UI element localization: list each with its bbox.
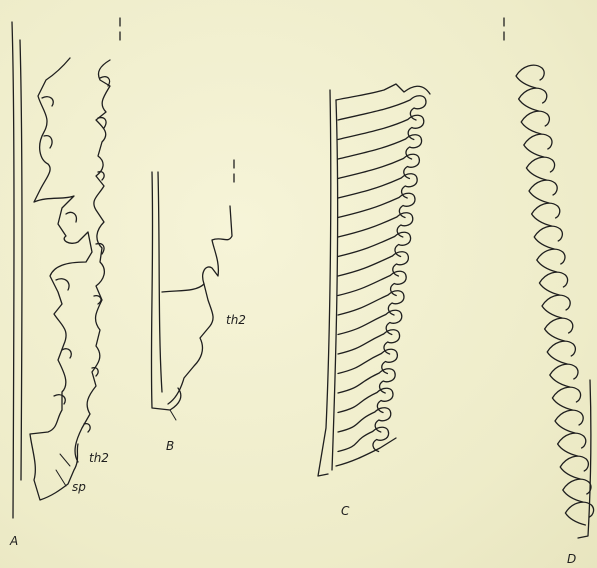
theca-d (519, 88, 547, 111)
theca-c (338, 388, 393, 412)
theca-d (526, 157, 554, 180)
theca-c (338, 369, 395, 393)
theca-d (560, 456, 588, 479)
theca-c (338, 174, 417, 198)
specimen-c-base-edge (336, 438, 396, 466)
theca-d (550, 364, 578, 387)
theca-d (558, 433, 586, 456)
specimen-a-th2-pointer (56, 454, 70, 486)
specimen-c-drawing (318, 84, 430, 476)
theca-d (552, 387, 580, 410)
label-specimen-a: A (10, 535, 18, 547)
specimen-b-thecae-upper (203, 206, 232, 284)
specimen-b-virgula (158, 172, 162, 392)
theca-d (545, 318, 573, 341)
label-sp: sp (72, 481, 86, 493)
specimen-c-virgula-outer (318, 90, 331, 476)
theca-d (516, 65, 544, 88)
specimen-d-virgula-base (578, 380, 591, 538)
label-specimen-c: C (341, 505, 349, 517)
specimen-c-top-edge (336, 84, 430, 100)
theca-d (542, 295, 570, 318)
label-specimen-b: B (166, 440, 174, 452)
label-th2-specimen-a: th2 (89, 452, 109, 464)
theca-d (547, 341, 575, 364)
label-th2-specimen-b: th2 (226, 314, 246, 326)
theca-d (521, 111, 549, 134)
theca-d (555, 410, 583, 433)
theca-d (529, 180, 557, 203)
specimen-a-virgula-outer (12, 22, 14, 518)
theca-d (532, 203, 560, 226)
specimen-b-drawing (151, 160, 234, 420)
specimen-a-thecae-right (75, 60, 110, 462)
label-specimen-d: D (567, 553, 576, 565)
theca-d (524, 134, 552, 157)
specimen-b-base-spine (170, 410, 176, 420)
theca-d (537, 249, 565, 272)
theca-c (338, 408, 391, 432)
theca-d (534, 226, 562, 249)
specimen-c-virgula-inner (332, 100, 338, 470)
specimen-a-aperture-hooks-right (84, 77, 110, 432)
specimen-c-thecae (338, 96, 426, 452)
specimen-b-thecae-lower (162, 284, 213, 404)
specimen-d-drawing (504, 18, 594, 538)
specimen-d-thecae (516, 65, 594, 525)
specimen-a-virgula-inner (20, 40, 22, 480)
theca-c (338, 193, 415, 217)
specimen-a-drawing (12, 18, 120, 518)
theca-d (539, 272, 567, 295)
theca-d (563, 479, 591, 502)
